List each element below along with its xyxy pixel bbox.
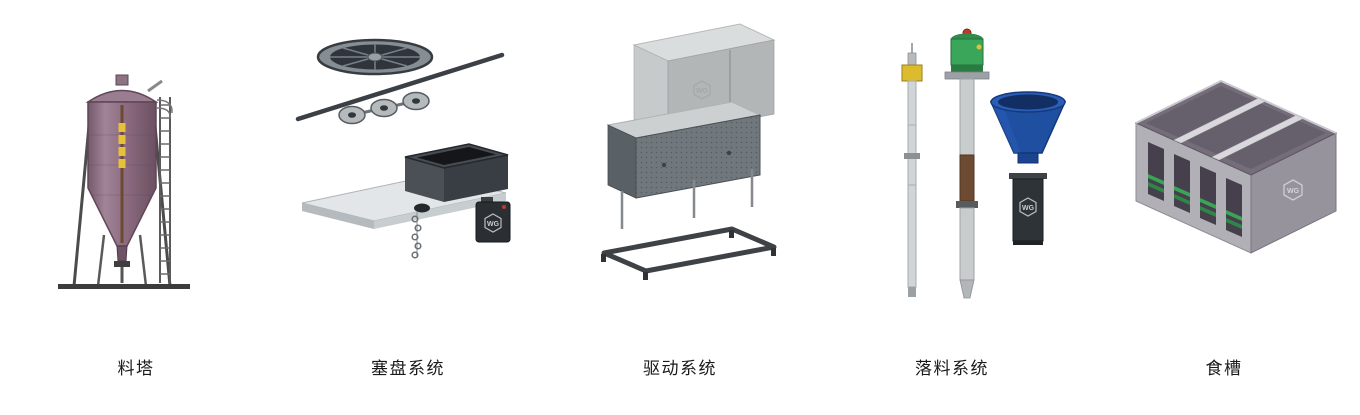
outlet-and-chain bbox=[411, 203, 430, 259]
wg-logo: WG bbox=[484, 213, 502, 233]
svg-text:WG: WG bbox=[487, 221, 500, 228]
product-label: 驱动系统 bbox=[643, 359, 717, 378]
drive-system-illustration: WG bbox=[601, 23, 777, 280]
product-label: 塞盘系统 bbox=[371, 359, 445, 378]
drive-wheel-disc bbox=[316, 38, 434, 76]
product-label: 料塔 bbox=[117, 359, 155, 378]
product-card-drive-system[interactable]: WG 驱动系统 bbox=[544, 0, 816, 415]
silo-marking bbox=[118, 123, 126, 168]
product-card-plug-disc-system[interactable]: WG 塞盘系统 bbox=[272, 0, 544, 415]
feed-silo-image bbox=[0, 0, 272, 350]
feed-trough-illustration: WG bbox=[1134, 79, 1338, 254]
wg-logo-faint: WG bbox=[693, 80, 711, 100]
outlet-tower: WG bbox=[1009, 173, 1047, 245]
silo-ladder bbox=[156, 97, 173, 283]
drop-tube-with-motor bbox=[944, 28, 990, 299]
wg-logo: WG bbox=[1019, 197, 1037, 217]
product-card-feed-trough[interactable]: WG 食槽 bbox=[1088, 0, 1360, 415]
drive-motor: WG bbox=[475, 197, 511, 243]
svg-text:WG: WG bbox=[1287, 188, 1300, 195]
svg-text:WG: WG bbox=[1022, 205, 1035, 212]
drop-feed-system-image: WG bbox=[816, 0, 1088, 350]
plug-disc-system-image: WG bbox=[272, 0, 544, 350]
product-label: 食槽 bbox=[1205, 359, 1243, 378]
wg-logo: WG bbox=[1283, 179, 1303, 201]
drive-system-image: WG bbox=[544, 0, 816, 350]
product-card-feed-silo[interactable]: 料塔 bbox=[0, 0, 272, 415]
hopper-box bbox=[404, 143, 509, 202]
chain-disc-links bbox=[338, 91, 430, 125]
green-motor bbox=[950, 38, 984, 66]
plug-disc-system-illustration: WG bbox=[295, 38, 511, 259]
feed-level-stripes bbox=[1148, 174, 1242, 229]
sensor-tube bbox=[901, 43, 923, 297]
trough-body bbox=[1134, 79, 1338, 254]
drop-feed-system-illustration: WG bbox=[901, 28, 1067, 299]
feed-silo-illustration bbox=[58, 74, 190, 289]
svg-text:WG: WG bbox=[696, 88, 709, 95]
support-posts bbox=[620, 169, 754, 229]
base-frame bbox=[601, 226, 777, 280]
product-card-drop-feed-system[interactable]: WG 落料系统 bbox=[816, 0, 1088, 415]
blue-hopper bbox=[989, 91, 1067, 164]
drive-unit-body bbox=[606, 101, 762, 199]
silo-body bbox=[85, 74, 163, 283]
feed-trough-image: WG bbox=[1088, 0, 1360, 350]
feed-pipe-rod bbox=[295, 52, 505, 122]
feeding-slots bbox=[1148, 142, 1242, 237]
product-label: 落料系统 bbox=[915, 359, 989, 378]
yellow-sensor bbox=[901, 64, 923, 82]
